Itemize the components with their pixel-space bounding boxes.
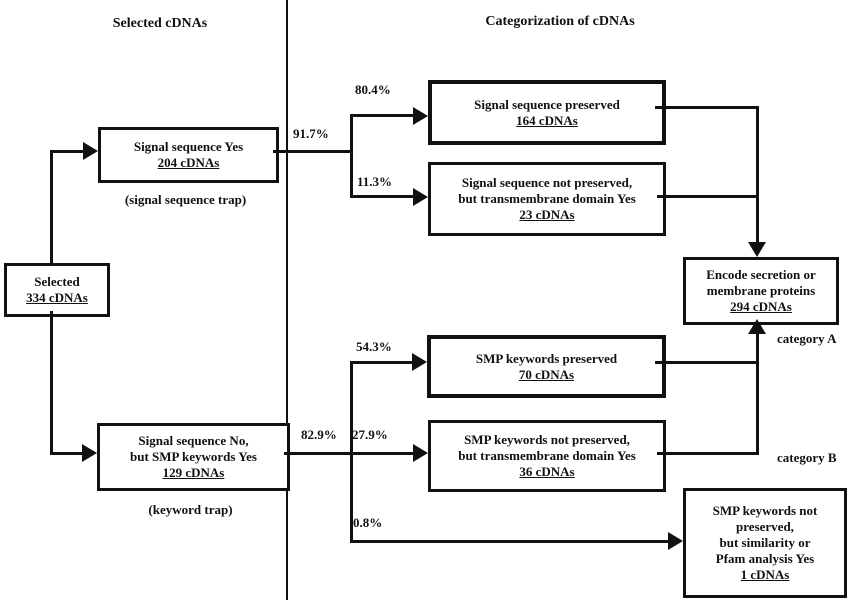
- left-panel-header: Selected cDNAs: [112, 16, 208, 31]
- node-smp-preserved-title: SMP keywords preserved: [475, 350, 618, 366]
- node-similarity-pfam: SMP keywords not preserved, but similari…: [683, 488, 847, 598]
- arrowhead-into-encode-top: [748, 242, 766, 257]
- arrowhead-into-encode-bottom: [748, 319, 766, 334]
- connector-selected-up-h: [50, 150, 83, 153]
- node-signal-yes-count: 204 cDNAs: [157, 155, 220, 170]
- node-sig-preserved-count: 164 cDNAs: [516, 112, 578, 128]
- node-sig-not-preserved-count: 23 cDNAs: [519, 207, 575, 222]
- arrowhead-into-signal-no: [82, 444, 97, 462]
- line-bottom-branch-v: [350, 361, 353, 543]
- label-category-b: category B: [777, 450, 837, 465]
- node-encode-line2: membrane proteins: [706, 283, 816, 298]
- node-selected: Selected 334 cDNAs: [4, 263, 110, 317]
- arrowhead-into-similarity: [668, 532, 683, 550]
- node-smp-not-preserved: SMP keywords not preserved, but transmem…: [428, 420, 666, 492]
- label-pct-signal-yes: 91.7%: [293, 126, 329, 141]
- node-signal-yes-title: Signal sequence Yes: [133, 139, 244, 154]
- line-smp-preserved-to-merge: [655, 361, 758, 364]
- node-selected-title: Selected: [34, 274, 80, 289]
- arrowhead-into-smp-preserved: [412, 353, 427, 371]
- node-sig-not-preserved-line2: but transmembrane domain Yes: [458, 191, 636, 206]
- node-encode-count: 294 cDNAs: [730, 299, 792, 314]
- label-category-a: category A: [777, 331, 837, 346]
- label-pct-sig-not-preserved: 11.3%: [357, 174, 393, 189]
- node-sig-preserved: Signal sequence preserved 164 cDNAs: [428, 80, 666, 145]
- node-signal-no: Signal sequence No, but SMP keywords Yes…: [97, 423, 290, 491]
- caption-signal-sequence-trap: (signal sequence trap): [124, 192, 247, 207]
- node-smp-not-preserved-line2: but transmembrane domain Yes: [458, 448, 636, 463]
- connector-selected-down-h: [50, 452, 83, 455]
- connector-selected-down: [50, 311, 53, 455]
- line-smp-not-preserved-to-merge: [657, 452, 758, 455]
- label-pct-smp-not-preserved: 27.9%: [352, 427, 388, 442]
- node-similarity-line4: Pfam analysis Yes: [715, 551, 815, 566]
- line-merge-top-v: [756, 106, 759, 243]
- node-selected-count: 334 cDNAs: [26, 290, 88, 305]
- node-smp-not-preserved-count: 36 cDNAs: [519, 464, 575, 479]
- line-top-branch-v: [350, 114, 353, 198]
- node-similarity-line3: but similarity or: [719, 535, 811, 550]
- line-signal-yes-out: [273, 150, 352, 153]
- node-encode-line1: Encode secretion or: [706, 267, 816, 282]
- node-signal-no-line2: but SMP keywords Yes: [129, 449, 257, 464]
- node-smp-preserved: SMP keywords preserved 70 cDNAs: [427, 335, 666, 398]
- label-pct-sig-preserved: 80.4%: [355, 82, 391, 97]
- line-merge-bottom-v: [756, 334, 759, 455]
- line-to-sig-preserved: [350, 114, 413, 117]
- node-similarity-count: 1 cDNAs: [740, 567, 790, 582]
- node-sig-not-preserved-line1: Signal sequence not preserved,: [461, 175, 633, 190]
- node-smp-not-preserved-line1: SMP keywords not preserved,: [464, 432, 630, 447]
- line-signal-no-out: [284, 452, 413, 455]
- node-sig-not-preserved: Signal sequence not preserved, but trans…: [428, 162, 666, 236]
- node-similarity-line2: preserved,: [736, 519, 794, 534]
- label-pct-smp-preserved: 54.3%: [356, 339, 392, 354]
- line-sig-not-preserved-to-merge: [657, 195, 758, 198]
- line-to-sig-not-preserved: [350, 195, 413, 198]
- panel-divider-line: [286, 0, 288, 600]
- node-smp-preserved-count: 70 cDNAs: [518, 366, 575, 382]
- line-sig-preserved-to-merge: [655, 106, 758, 109]
- caption-keyword-trap: (keyword trap): [148, 502, 233, 517]
- connector-selected-up: [50, 150, 53, 266]
- node-sig-preserved-title: Signal sequence preserved: [474, 96, 620, 112]
- label-pct-similarity: 0.8%: [353, 515, 383, 530]
- node-signal-no-line1: Signal sequence No,: [138, 433, 249, 448]
- arrowhead-into-sig-not-preserved: [413, 188, 428, 206]
- line-to-similarity: [350, 540, 668, 543]
- arrowhead-into-sig-preserved: [413, 107, 428, 125]
- arrowhead-into-smp-not-preserved: [413, 444, 428, 462]
- node-encode-secretion: Encode secretion or membrane proteins 29…: [683, 257, 839, 325]
- node-similarity-line1: SMP keywords not: [712, 503, 818, 518]
- node-signal-yes: Signal sequence Yes 204 cDNAs: [98, 127, 279, 183]
- right-panel-header: Categorization of cDNAs: [485, 14, 635, 29]
- label-pct-signal-no: 82.9%: [301, 427, 337, 442]
- arrowhead-into-signal-yes: [83, 142, 98, 160]
- node-signal-no-count: 129 cDNAs: [162, 465, 225, 480]
- line-to-smp-preserved: [350, 361, 412, 364]
